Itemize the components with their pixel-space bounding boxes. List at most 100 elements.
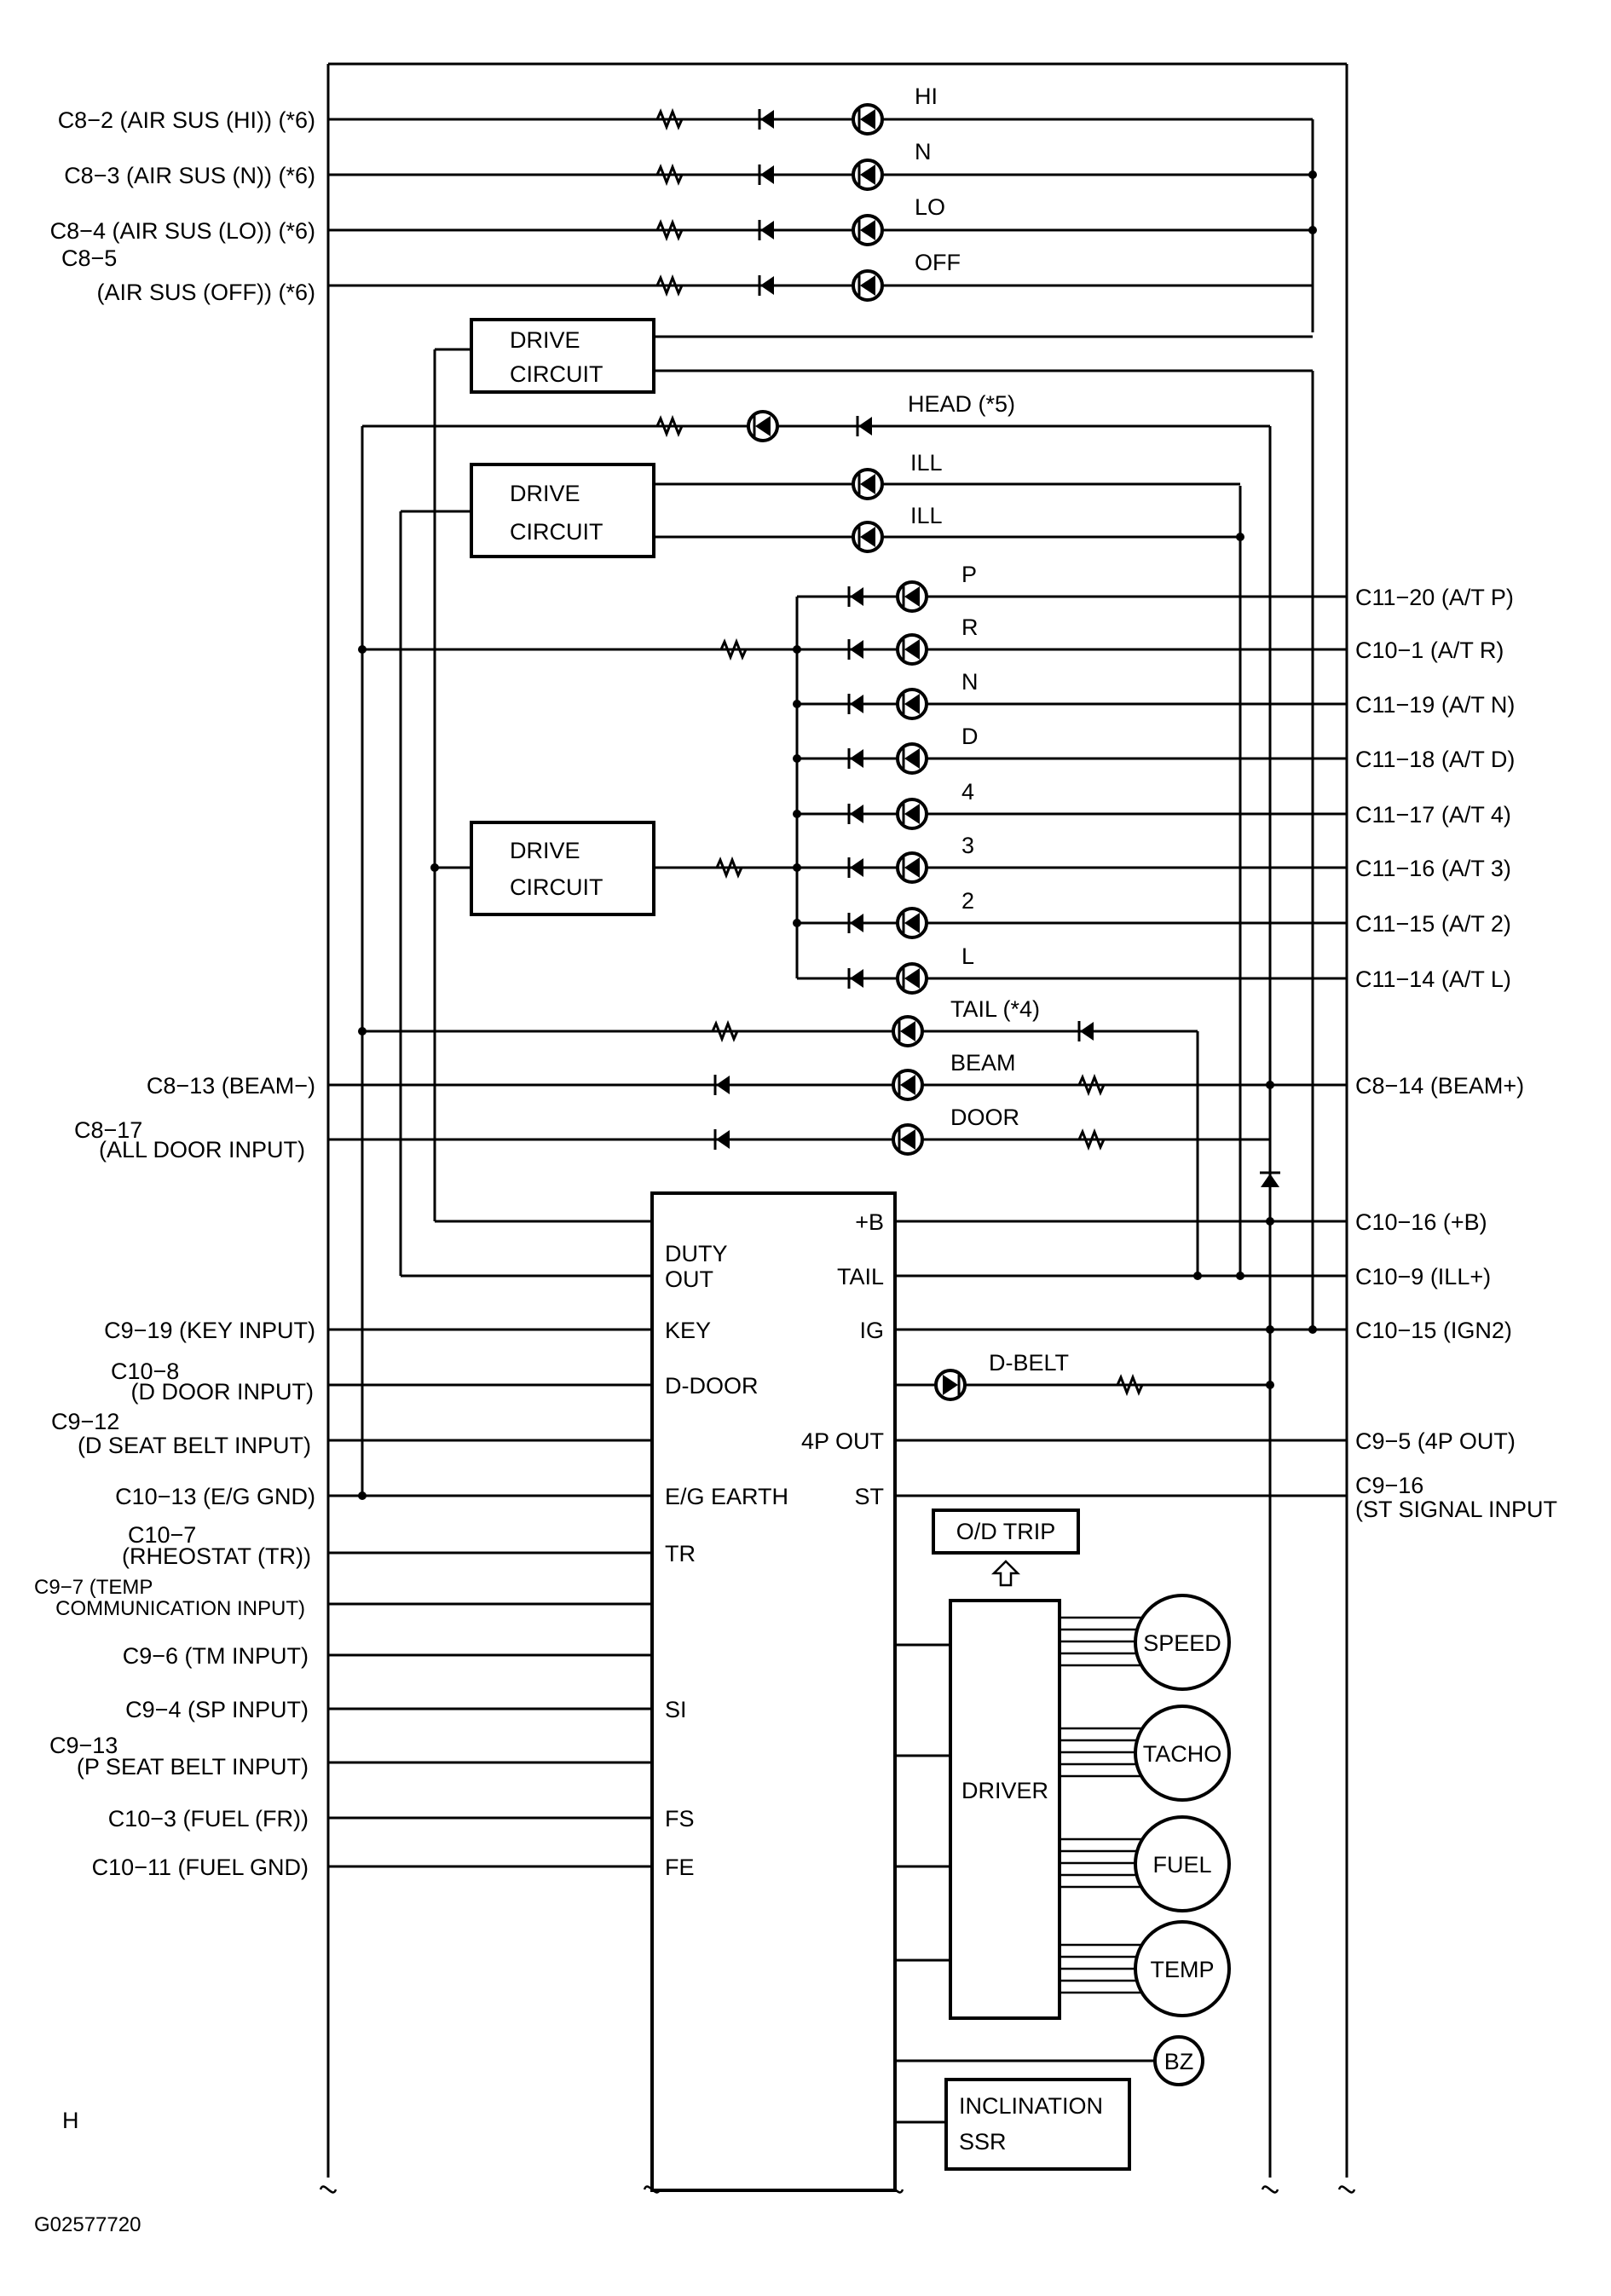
pin-c10-16: C10−16 (+B): [1355, 1209, 1487, 1235]
pin-c8-13: C8−13 (BEAM−): [147, 1073, 315, 1099]
at-junction-dots: [358, 645, 801, 927]
lamp-label-ill-1: ILL: [910, 450, 943, 476]
drive-circuit-3: DRIVE CIRCUIT: [430, 821, 655, 916]
pin-c9-6: C9−6 (TM INPUT): [123, 1643, 309, 1669]
ecu-pin-duty-out: DUTY: [665, 1241, 728, 1266]
figure-id: G02577720: [34, 2213, 141, 2236]
pin-c11-15: C11−15 (A/T 2): [1355, 911, 1511, 937]
temp-gauge: [1134, 1920, 1231, 2017]
pin-c9-19: C9−19 (KEY INPUT): [104, 1318, 315, 1343]
pin-c11-14: C11−14 (A/T L): [1355, 966, 1511, 992]
pin-c10-8: C10−8: [111, 1359, 179, 1384]
pin-c11-17: C11−17 (A/T 4): [1355, 802, 1511, 828]
pin-c8-17-desc: (ALL DOOR INPUT): [99, 1137, 305, 1162]
corner-mark: H: [62, 2108, 79, 2133]
pin-c11-18: C11−18 (A/T D): [1355, 747, 1515, 772]
drive-circuit-1-label2: CIRCUIT: [510, 361, 603, 387]
pin-c9-13: C9−13: [49, 1733, 118, 1758]
fuel-gauge-label: FUEL: [1152, 1852, 1211, 1878]
pin-c8-5: C8−5: [61, 245, 117, 271]
door-circuit: DOOR C8−17 (ALL DOOR INPUT): [74, 1105, 1282, 1189]
lamp-label-p: P: [961, 562, 977, 587]
air-sus-off-circuit: OFF C8−5 (AIR SUS (OFF)) (*6): [61, 245, 1313, 305]
speed-gauge-label: SPEED: [1143, 1630, 1221, 1656]
pin-c10-13: C10−13 (E/G GND): [115, 1484, 315, 1509]
ecu-pin-fe: FE: [665, 1855, 695, 1880]
ecu-pin-tail: TAIL: [837, 1264, 884, 1289]
pin-c9-16-desc: (ST SIGNAL INPUT: [1355, 1497, 1557, 1522]
lamp-label-lo: LO: [915, 194, 945, 220]
gauge-block: O/D TRIP DRIVER SPEED TACHO FUEL TEMP BZ…: [895, 1509, 1231, 2171]
tacho-gauge: [1134, 1705, 1231, 1802]
pin-c9-12-desc: (D SEAT BELT INPUT): [78, 1433, 311, 1458]
drive-circuit-1: DRIVE CIRCUIT: [435, 318, 1313, 394]
pin-c10-7: C10−7: [128, 1522, 196, 1548]
buzzer-label: BZ: [1164, 2049, 1194, 2074]
pin-c11-16: C11−16 (A/T 3): [1355, 856, 1511, 881]
ecu-pin-4p-out: 4P OUT: [801, 1428, 884, 1454]
pin-c10-3: C10−3 (FUEL (FR)): [108, 1806, 309, 1832]
ecu-pin-si: SI: [665, 1697, 687, 1722]
lamp-label-head: HEAD (*5): [908, 391, 1015, 417]
drive-circuit-2: DRIVE CIRCUIT ILL ILL: [401, 450, 1244, 558]
beam-circuit: BEAM C8−13 (BEAM−) C8−14 (BEAM+): [147, 1050, 1524, 1101]
ecu-pin-ig: IG: [859, 1318, 884, 1343]
pin-c10-11: C10−11 (FUEL GND): [92, 1855, 309, 1880]
lamp-label-2: 2: [961, 888, 974, 914]
inclination-label-2: SSR: [959, 2129, 1007, 2155]
pin-c10-15: C10−15 (IGN2): [1355, 1318, 1512, 1343]
pin-c10-8-desc: (D DOOR INPUT): [131, 1379, 314, 1405]
pin-c8-5-desc: (AIR SUS (OFF)) (*6): [97, 280, 316, 305]
buzzer: [1153, 2035, 1204, 2086]
ecu-pin-eg-earth: E/G EARTH: [665, 1484, 788, 1509]
lamp-label-r: R: [961, 614, 979, 640]
at-indicator-circuit: P C11−20 (A/T P) R C10−1 (A/T R) N C11−1…: [358, 562, 1515, 995]
drive-circuit-2-label2: CIRCUIT: [510, 519, 603, 545]
pin-c11-19: C11−19 (A/T N): [1355, 692, 1515, 718]
ecu-pin-d-door: D-DOOR: [665, 1373, 759, 1399]
meter-ecu: +B C10−16 (+B) DUTY OUT TAIL C10−9 (ILL+…: [34, 1191, 1557, 2192]
ecu-pin-fs: FS: [665, 1806, 695, 1832]
ecu-pin-tr: TR: [665, 1541, 696, 1566]
pin-c10-1: C10−1 (A/T R): [1355, 637, 1504, 663]
lamp-label-beam: BEAM: [950, 1050, 1016, 1076]
up-arrow-icon: [990, 1560, 1021, 1587]
lamp-label-tail: TAIL (*4): [950, 996, 1040, 1022]
inclination-label: INCLINATION: [959, 2093, 1103, 2119]
pin-c9-7-desc: COMMUNICATION INPUT): [55, 1597, 305, 1620]
driver-label: DRIVER: [961, 1778, 1048, 1803]
lamp-label-off: OFF: [915, 250, 961, 275]
driver-box: [949, 1599, 1061, 2020]
air-sus-hi-circuit: HI C8−2 (AIR SUS (HI)) (*6): [58, 84, 1313, 136]
lamp-label-d-belt: D-BELT: [989, 1350, 1069, 1376]
lamp-label-3: 3: [961, 833, 974, 858]
speed-gauge: [1134, 1594, 1231, 1691]
inclination-ssr: [944, 2078, 1131, 2171]
tail-circuit: TAIL (*4): [358, 996, 1198, 1047]
lamp-label-hi: HI: [915, 84, 938, 109]
head-circuit: HEAD (*5): [362, 391, 1270, 442]
pin-c8-2: C8−2 (AIR SUS (HI)) (*6): [58, 107, 315, 133]
pin-c9-12: C9−12: [51, 1409, 119, 1434]
pin-c11-20: C11−20 (A/T P): [1355, 585, 1514, 610]
drive-circuit-3-label: DRIVE: [510, 838, 580, 863]
drive-circuit-3-label2: CIRCUIT: [510, 874, 603, 900]
temp-gauge-label: TEMP: [1150, 1957, 1214, 1982]
lamp-label-d: D: [961, 724, 979, 749]
pin-c9-7: C9−7 (TEMP: [34, 1576, 153, 1599]
pin-c9-5: C9−5 (4P OUT): [1355, 1428, 1516, 1454]
air-sus-lo-circuit: LO C8−4 (AIR SUS (LO)) (*6): [50, 194, 1313, 246]
pin-c9-4: C9−4 (SP INPUT): [125, 1697, 309, 1722]
fuel-gauge: [1134, 1815, 1231, 1912]
ecu-pin-plus-b: +B: [855, 1209, 884, 1235]
lamp-label-n: N: [915, 139, 932, 164]
pin-c8-3: C8−3 (AIR SUS (N)) (*6): [64, 163, 315, 188]
pin-c9-13-desc: (P SEAT BELT INPUT): [77, 1754, 309, 1780]
pin-c8-17: C8−17: [74, 1117, 142, 1143]
ecu-pin-key: KEY: [665, 1318, 711, 1343]
lamp-label-door: DOOR: [950, 1105, 1019, 1130]
drive-circuit-2-label: DRIVE: [510, 481, 580, 506]
od-trip-display: O/D TRIP: [956, 1519, 1056, 1544]
pin-c10-9: C10−9 (ILL+): [1355, 1264, 1491, 1289]
